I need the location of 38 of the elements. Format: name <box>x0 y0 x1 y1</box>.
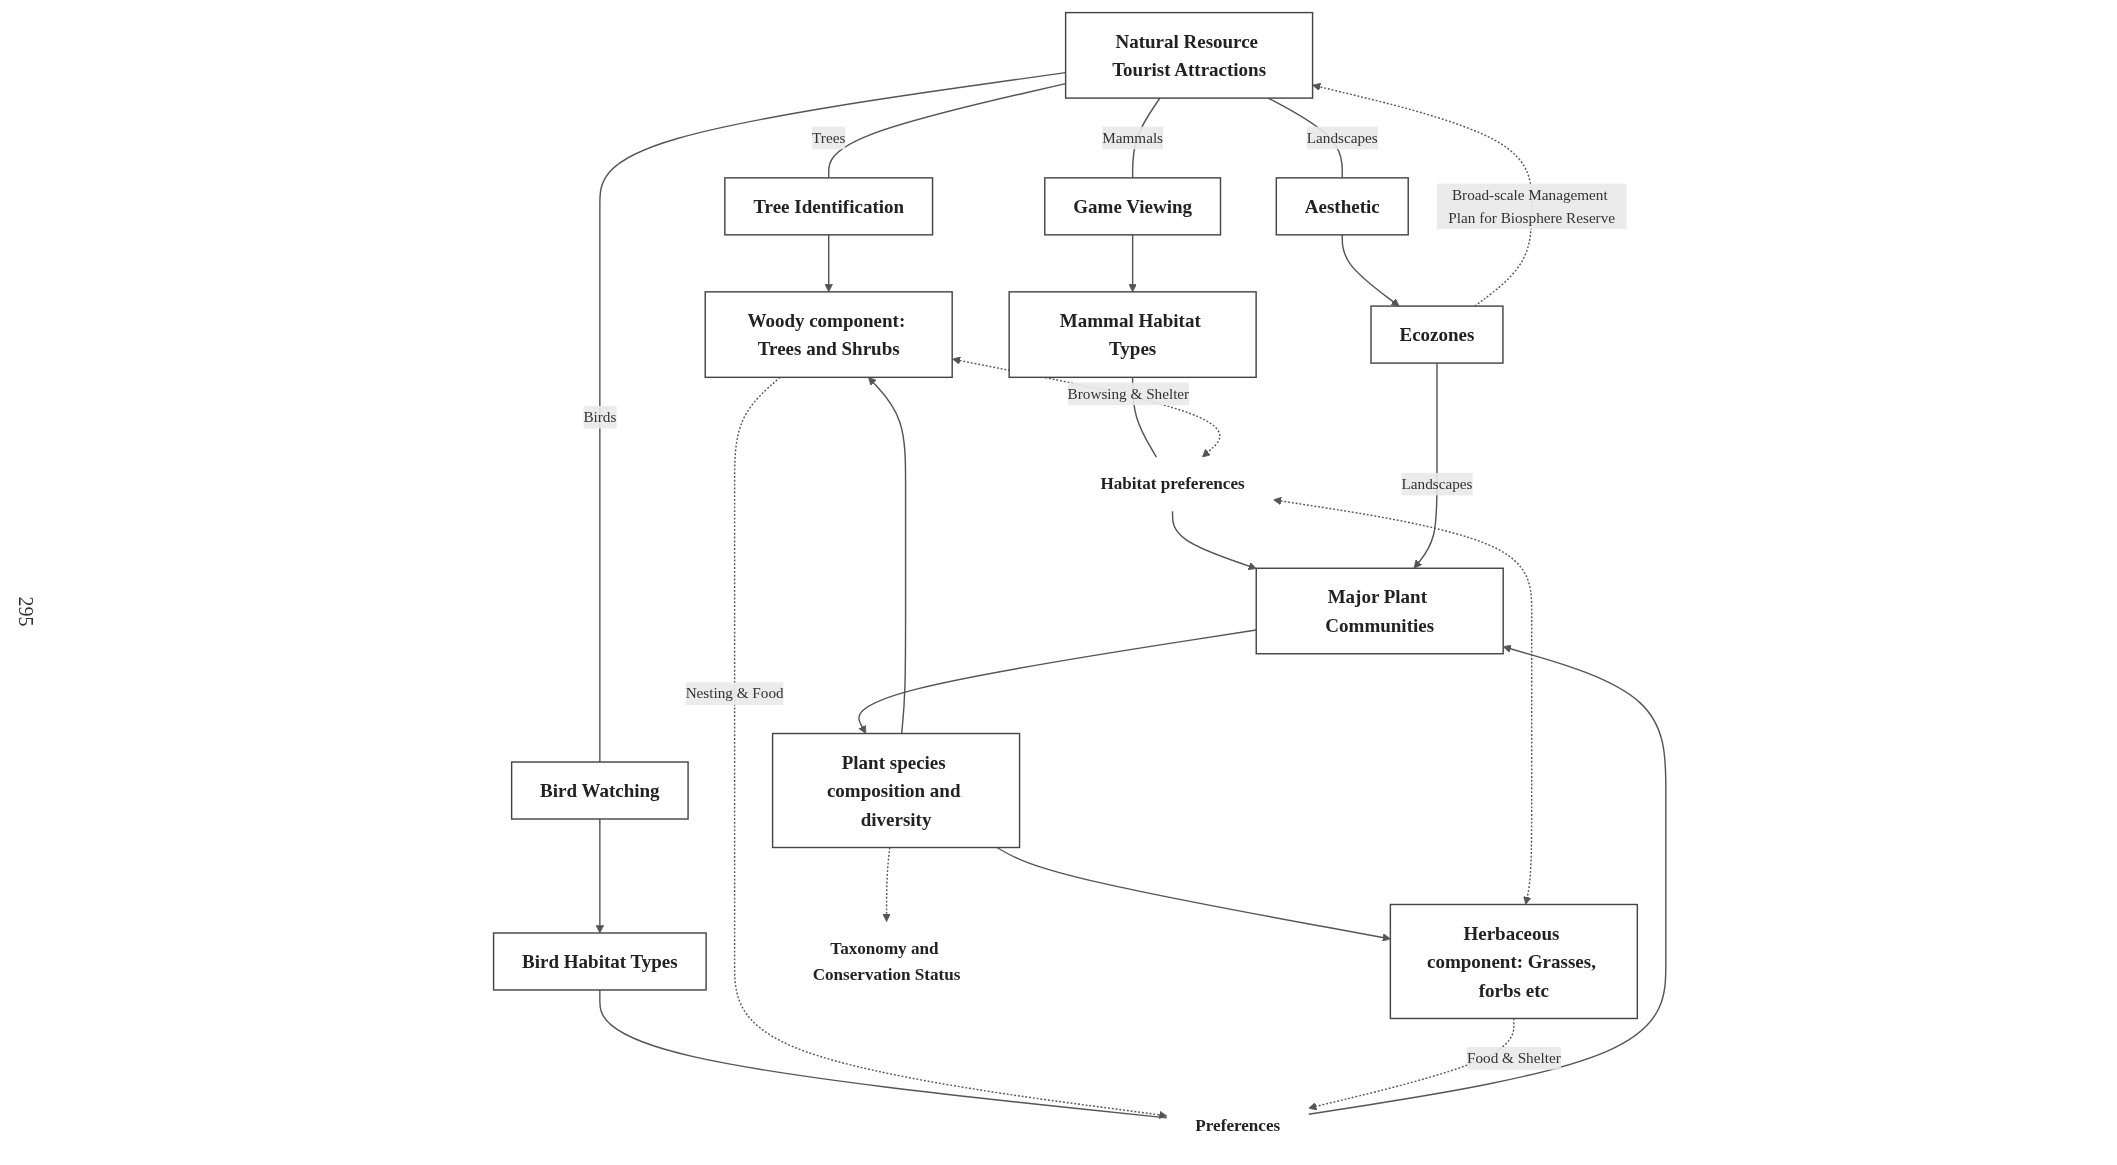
node-box: Ecozones <box>1370 305 1504 364</box>
arrow <box>824 234 834 293</box>
node-text: Preferences <box>1195 1115 1281 1135</box>
edge-label: Landscapes <box>1307 129 1378 146</box>
edge-label: Broad-scale Management Plan for Biosphere Reserve <box>1448 186 1616 226</box>
node-box: Aesthetic <box>1275 177 1410 236</box>
arrow <box>1128 234 1138 293</box>
edge-label: Trees <box>812 129 846 146</box>
edge-label: Birds <box>583 408 617 425</box>
node-text: Habitat preferences <box>1100 474 1245 494</box>
edge-label: Mammals <box>1102 129 1164 146</box>
arrow <box>1413 362 1438 569</box>
node-box: Tree Identification <box>724 177 934 236</box>
arrow <box>1172 510 1257 571</box>
node-box: Game Viewing <box>1044 177 1222 236</box>
arrow <box>868 376 907 735</box>
edge-label: Landscapes <box>1401 475 1473 492</box>
node-box: Major Plant Communities <box>1255 567 1505 655</box>
arrow <box>1308 1017 1515 1111</box>
arrow <box>882 846 892 922</box>
arrow <box>1308 644 1667 1115</box>
edge-label: Nesting & Food <box>685 685 784 702</box>
arrow <box>595 818 605 934</box>
edge-label: Food & Shelter <box>1467 1049 1561 1066</box>
node-box: Bird Watching <box>511 761 690 820</box>
arrow <box>1273 496 1533 905</box>
node-box: Mammal Habitat Types <box>1008 291 1258 379</box>
page-number: 295 <box>13 596 37 627</box>
node-text: Taxonomy and Conservation Status <box>812 938 961 984</box>
node-box: Woody component: Trees and Shrubs <box>704 291 954 379</box>
arrow <box>1312 82 1533 307</box>
node-box: Plant species composition and diversity <box>772 732 1021 849</box>
connector <box>599 989 1168 1119</box>
arrow <box>1341 234 1400 307</box>
node-box: Natural Resource Tourist Attractions <box>1065 11 1314 99</box>
node-box: Herbaceous component: Grasses, forbs etc <box>1389 903 1639 1020</box>
node-box: Bird Habitat Types <box>493 932 708 991</box>
edge-label: Browsing & Shelter <box>1067 385 1190 402</box>
